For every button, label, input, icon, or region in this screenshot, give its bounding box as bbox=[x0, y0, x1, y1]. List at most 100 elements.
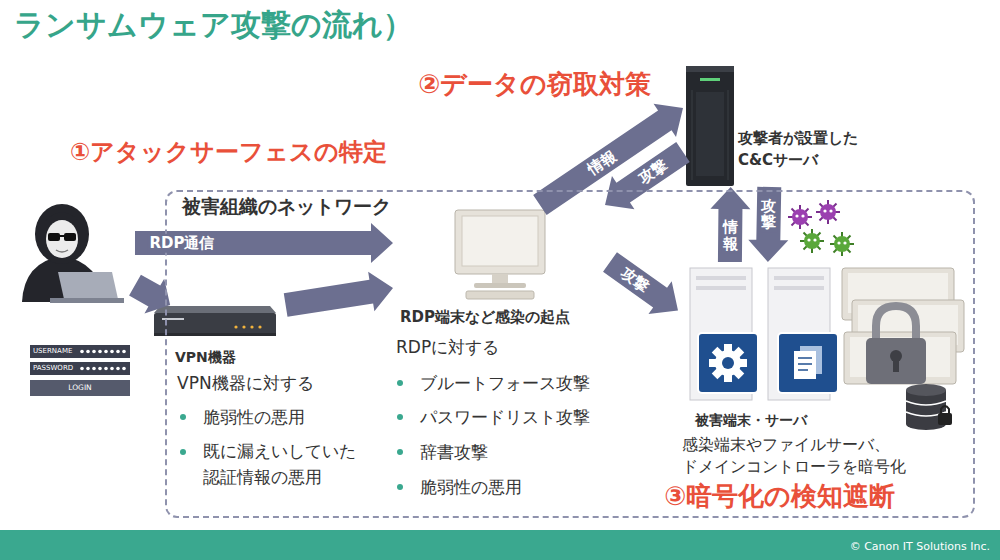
login-field-label: USERNAME bbox=[33, 348, 72, 355]
cc-server bbox=[686, 66, 734, 72]
attacker-figure bbox=[22, 204, 124, 303]
arrow-label: 情報 bbox=[722, 217, 739, 254]
database-icon bbox=[938, 413, 952, 425]
device-name: VPN機器 bbox=[175, 348, 236, 366]
device-name: RDP端末など感染の起点 bbox=[400, 308, 570, 328]
flow-arrow bbox=[710, 187, 750, 262]
attacker-figure bbox=[50, 298, 124, 303]
victim-servers bbox=[794, 351, 816, 379]
virus-icons bbox=[788, 205, 812, 229]
flow-arrow bbox=[605, 142, 690, 209]
attacker-figure bbox=[58, 272, 118, 299]
attacker: USERNAME PASSWORD LOGIN bbox=[15, 200, 135, 405]
pc-monitor bbox=[474, 283, 526, 288]
bullet-dot bbox=[180, 414, 186, 420]
pc-monitor bbox=[462, 216, 538, 266]
login-panel bbox=[104, 350, 108, 354]
attacker-figure bbox=[45, 213, 79, 230]
victim-servers bbox=[798, 369, 808, 371]
login-panel bbox=[80, 350, 126, 371]
vpn-device bbox=[154, 306, 276, 336]
victim-servers bbox=[732, 347, 745, 360]
vpn-device-node: VPN機器VPN機器に対する脆弱性の悪用既に漏えいしていた 認証情報の悪用 bbox=[155, 305, 381, 495]
bullet-dot bbox=[397, 484, 403, 490]
bullet-dot bbox=[397, 414, 403, 420]
victim-servers bbox=[778, 333, 838, 393]
attacker-figure bbox=[60, 235, 64, 237]
attack-target: RDPに対する bbox=[396, 336, 499, 358]
login-field-label: PASSWORD bbox=[33, 365, 73, 372]
victim-pcs bbox=[844, 332, 956, 384]
pc-monitor bbox=[455, 210, 545, 274]
flow-arrow bbox=[603, 252, 678, 314]
victim-servers bbox=[722, 357, 734, 369]
login-panel bbox=[122, 350, 126, 354]
section-heading: ②データの窃取対策 bbox=[418, 70, 651, 100]
arrow-label: 情報 bbox=[583, 145, 622, 179]
bullet-dot bbox=[397, 449, 403, 455]
vpn-device bbox=[234, 325, 237, 328]
victim-pcs bbox=[876, 306, 916, 340]
database-icon bbox=[906, 384, 952, 430]
attacker-figure bbox=[64, 233, 76, 241]
arrow-label: 攻撃 bbox=[760, 195, 777, 232]
cc-server bbox=[686, 66, 734, 186]
copyright: © Canon IT Solutions Inc. bbox=[850, 541, 990, 554]
vpn-device bbox=[250, 325, 253, 328]
login-panel bbox=[116, 350, 120, 354]
database-icon bbox=[906, 384, 946, 396]
cc-server bbox=[700, 78, 720, 81]
attacker-figure bbox=[56, 250, 68, 252]
attack-method: ブルートフォース攻撃 bbox=[420, 372, 590, 394]
victim-node: 被害端末・サーバ感染端末やファイルサーバ、 ドメインコントローラを暗号化 bbox=[678, 262, 968, 481]
database-icon bbox=[941, 406, 949, 414]
login-button-label: LOGIN bbox=[30, 384, 130, 392]
login-panel bbox=[30, 345, 130, 396]
login-panel bbox=[30, 362, 130, 375]
login-panel bbox=[30, 380, 130, 396]
device-name: 被害端末・サーバ bbox=[695, 411, 807, 429]
vpn-device bbox=[154, 306, 276, 313]
login-panel bbox=[110, 367, 114, 371]
cc-server bbox=[686, 66, 734, 186]
vpn-device bbox=[258, 325, 261, 328]
attacker-figure bbox=[48, 233, 60, 241]
virus-icons bbox=[788, 200, 854, 256]
victim-pcs bbox=[842, 268, 964, 384]
cc-server bbox=[696, 92, 724, 176]
flow-arrow bbox=[135, 223, 393, 263]
victim-servers bbox=[798, 363, 812, 365]
pc-monitor bbox=[466, 291, 534, 299]
section-heading: ①アタックサーフェスの特定 bbox=[70, 139, 387, 167]
login-panel bbox=[80, 350, 84, 354]
network-region: VPN機器VPN機器に対する脆弱性の悪用既に漏えいしていた 認証情報の悪用RDP… bbox=[165, 190, 975, 518]
victim-servers bbox=[698, 333, 758, 393]
login-panel bbox=[92, 367, 96, 371]
flow-arrow bbox=[284, 272, 393, 317]
victim-servers bbox=[774, 276, 824, 280]
device-description: 感染端末やファイルサーバ、 ドメインコントローラを暗号化 bbox=[682, 434, 917, 478]
login-panel bbox=[122, 367, 126, 371]
victim-pcs bbox=[866, 338, 926, 384]
database-icon bbox=[906, 401, 946, 405]
cc-server bbox=[692, 90, 693, 180]
login-panel bbox=[92, 350, 96, 354]
victim-servers bbox=[696, 286, 746, 290]
vpn-device bbox=[154, 313, 276, 335]
virus-icons bbox=[830, 232, 854, 256]
login-panel bbox=[110, 350, 114, 354]
footer-band bbox=[0, 530, 1000, 560]
flow-arrow bbox=[129, 275, 170, 314]
vpn-device bbox=[242, 325, 245, 328]
attacker-figure bbox=[46, 220, 78, 258]
login-panel bbox=[86, 350, 90, 354]
server-caption: 攻撃者が設置した C&Cサーバ bbox=[738, 127, 873, 171]
vpn-device bbox=[154, 333, 276, 336]
victim-servers bbox=[724, 344, 732, 354]
victim-servers bbox=[798, 357, 812, 359]
victim-pcs bbox=[893, 358, 899, 372]
login-panel bbox=[80, 367, 84, 371]
victim-servers bbox=[690, 268, 838, 400]
